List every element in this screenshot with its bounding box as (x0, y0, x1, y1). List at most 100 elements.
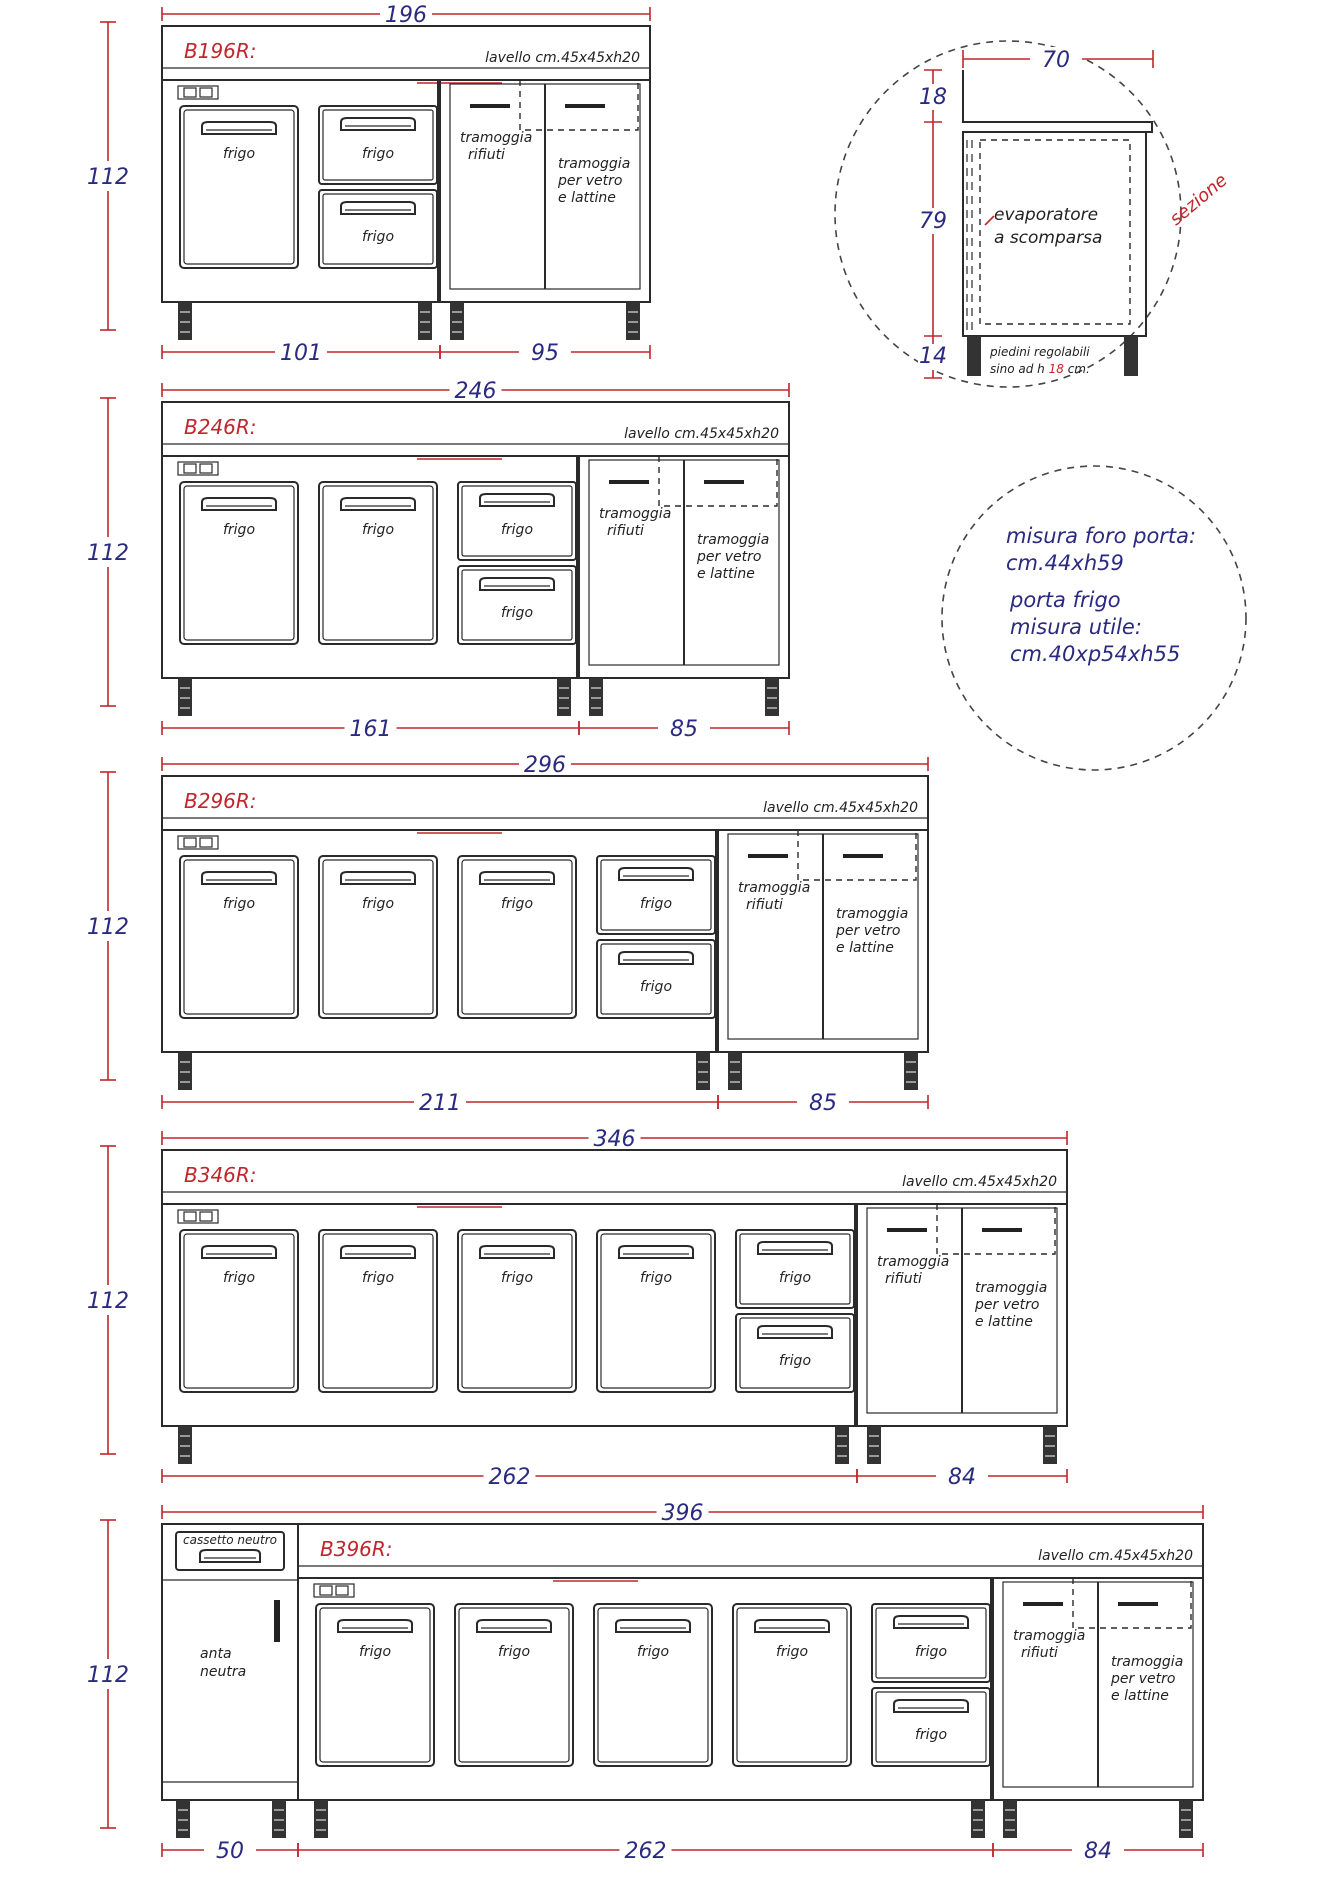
hopper-glass-line: tramoggia (697, 532, 769, 548)
dimension-label-bg (519, 339, 571, 365)
dimension-label: 95 (531, 341, 559, 366)
drawer-label: frigo (915, 1727, 947, 1743)
drawer-inner (461, 485, 573, 557)
drawer (735, 1229, 855, 1309)
control-led (183, 1211, 197, 1222)
sink-outline (658, 456, 778, 507)
feet-note-value: 18 (1049, 362, 1065, 376)
fridge-door (457, 855, 577, 1019)
hopper-cabinet (578, 455, 790, 679)
control-led (335, 1585, 349, 1596)
info-circle (941, 465, 1247, 771)
dimension-label: 101 (280, 341, 322, 366)
foot (1003, 1800, 1017, 1838)
fridge-door-inner (461, 859, 573, 1015)
fridge-door-inner (183, 859, 295, 1015)
hopper-waste-line: tramoggia (599, 506, 671, 522)
fridge-door-inner (183, 485, 295, 641)
control-panel (177, 85, 219, 100)
sink-label: lavello cm.45x45xh20 (485, 50, 640, 66)
fridge-door-inner (322, 485, 434, 641)
drawer-inner (600, 859, 712, 931)
hopper-glass-line: per vetro (974, 1297, 1039, 1313)
handle (201, 121, 277, 135)
fridge-body (161, 1203, 856, 1427)
foot (314, 1800, 328, 1838)
door-label: frigo (498, 1644, 530, 1660)
foot (1043, 1426, 1057, 1464)
handle (340, 117, 416, 131)
evaporator-label-2: a scomparsa (994, 228, 1102, 248)
fridge-door (318, 1229, 438, 1393)
model-name: B196R: (184, 39, 257, 63)
handle (199, 1549, 261, 1563)
hopper-waste-line: rifiuti (1021, 1645, 1058, 1661)
handle (618, 951, 694, 965)
control-led (183, 87, 197, 98)
dimension-label-bg (797, 1089, 849, 1115)
foot (178, 1052, 192, 1090)
hopper-waste-line: tramoggia (460, 130, 532, 146)
dimension-label: 84 (1084, 1839, 1112, 1864)
drawer-label: frigo (779, 1353, 811, 1369)
info-line-2: cm.44xh59 (1006, 551, 1124, 575)
door-label: frigo (362, 1270, 394, 1286)
control-led (199, 463, 213, 474)
info-line-4: misura utile: (1010, 615, 1142, 639)
handle (476, 1619, 552, 1633)
dimension-label: 161 (350, 717, 392, 742)
door-label: frigo (223, 146, 255, 162)
drawer (735, 1313, 855, 1393)
fridge-door-inner (461, 1233, 573, 1389)
handle (757, 1325, 833, 1339)
fridge-door-inner (597, 1607, 709, 1763)
section-circle (834, 40, 1182, 388)
foot (728, 1052, 742, 1090)
hopper-glass-line: per vetro (1110, 1671, 1175, 1687)
model-name: B246R: (184, 415, 257, 439)
hopper-glass-line: e lattine (836, 940, 894, 956)
fridge-door-inner (322, 1233, 434, 1389)
section-height-2: 79 (919, 209, 947, 234)
drawer-inner (875, 1607, 987, 1679)
handle (479, 493, 555, 507)
dimension-label-bg (519, 751, 571, 777)
handle (340, 201, 416, 215)
hopper-cabinet (439, 79, 651, 303)
height-label-bg (86, 161, 130, 191)
door-label: frigo (223, 1270, 255, 1286)
control-led (199, 1211, 213, 1222)
hopper-glass-line: tramoggia (558, 156, 630, 172)
dimension-label-bg (588, 1125, 641, 1151)
sink-outline (936, 1204, 1056, 1255)
sink-label: lavello cm.45x45xh20 (624, 426, 779, 442)
info-line-5: cm.40xp54xh55 (1010, 642, 1180, 666)
drawer (871, 1687, 991, 1767)
drawer-inner (739, 1233, 851, 1305)
hopper-glass-line: tramoggia (1111, 1654, 1183, 1670)
handle (201, 497, 277, 511)
foot (867, 1426, 881, 1464)
neutral-door-handle (274, 1600, 280, 1642)
section-detail: 70 18 79 14 evaporatore a scomparsa sezi… (834, 40, 1232, 388)
dimension-label-bg (275, 339, 327, 365)
height-label-bg (86, 537, 130, 567)
foot (272, 1800, 286, 1838)
hopper-glass-line: tramoggia (836, 906, 908, 922)
door-label: frigo (637, 1644, 669, 1660)
handle (618, 1245, 694, 1259)
control-panel (177, 1209, 219, 1224)
height-label: 112 (87, 915, 129, 940)
hopper-glass-line: per vetro (557, 173, 622, 189)
dimension-label-bg (449, 377, 502, 403)
dimension-label-bg (344, 715, 397, 741)
hopper-glass-line: e lattine (975, 1314, 1033, 1330)
door-label: frigo (362, 896, 394, 912)
